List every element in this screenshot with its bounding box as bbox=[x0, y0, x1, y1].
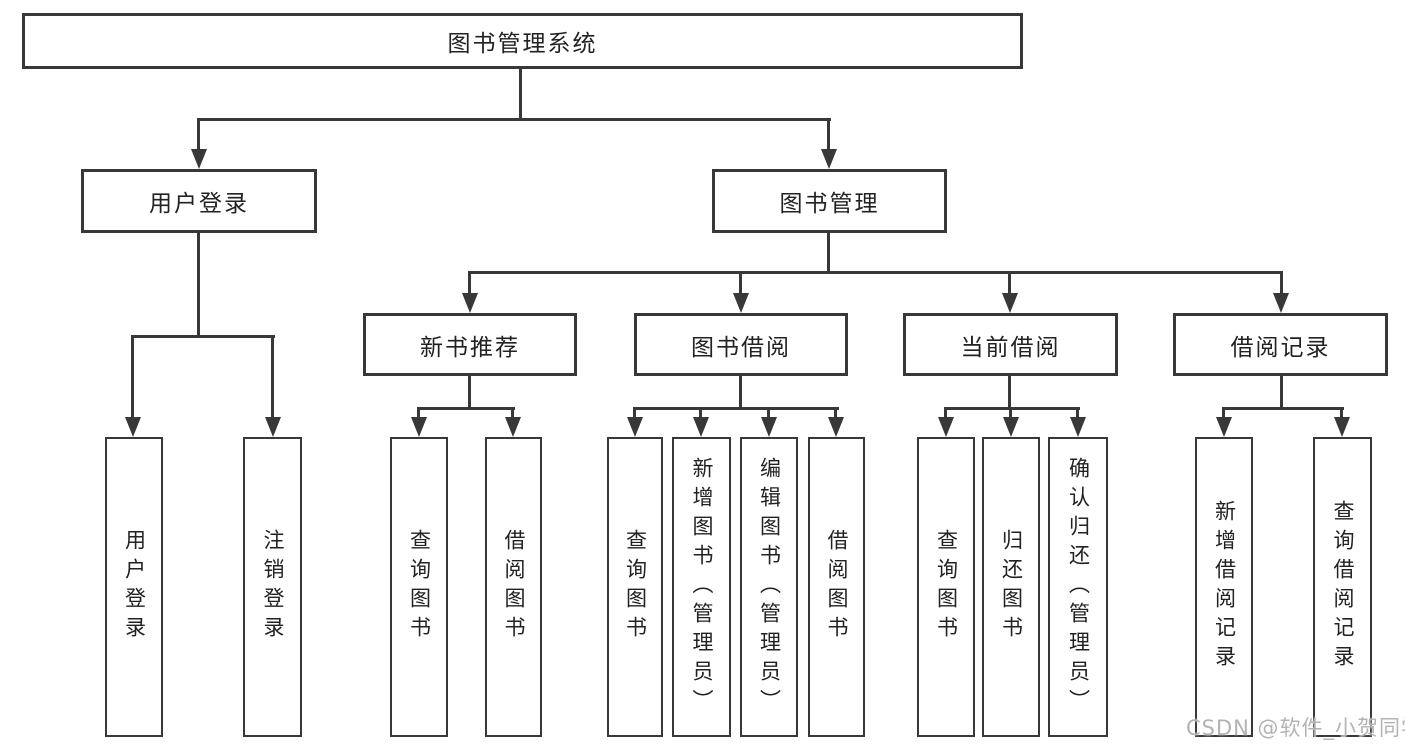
node-book-borrowing: 图书借阅 bbox=[634, 313, 848, 376]
connector-drop bbox=[834, 407, 837, 419]
leaf-label: 确认归还（管理员） bbox=[1066, 456, 1091, 718]
connector-book-borrowing-stem bbox=[739, 376, 742, 409]
leaf-label: 查询借阅记录 bbox=[1331, 500, 1355, 674]
connector-drop-book-borrowing bbox=[739, 271, 742, 296]
connector-drop-borrowing-records bbox=[1280, 271, 1283, 296]
connector-level2-rail bbox=[197, 118, 831, 121]
leaf-label: 新增图书（管理员） bbox=[690, 456, 714, 718]
connector-drop-leaf-user-login bbox=[131, 335, 134, 419]
node-label: 当前借阅 bbox=[960, 334, 1061, 361]
connector-drop-user-login bbox=[197, 118, 200, 151]
connector-level3-rail bbox=[468, 271, 1283, 274]
leaf-newbook-borrow-books: 借阅图书 bbox=[485, 437, 542, 737]
arrow-down-icon bbox=[733, 293, 749, 313]
node-label: 借阅记录 bbox=[1230, 334, 1331, 361]
arrow-down-icon bbox=[411, 417, 427, 437]
leaf-label: 归还图书 bbox=[999, 529, 1024, 645]
leaf-records-query-borrow-record: 查询借阅记录 bbox=[1313, 437, 1372, 737]
arrow-down-icon bbox=[693, 417, 709, 437]
connector-new-book-rail bbox=[417, 407, 515, 410]
leaf-label: 借阅图书 bbox=[825, 529, 849, 645]
leaf-current-confirm-return-admin: 确认归还（管理员） bbox=[1048, 437, 1108, 737]
leaf-user-login: 用户登录 bbox=[105, 437, 163, 737]
leaf-records-add-borrow-record: 新增借阅记录 bbox=[1195, 437, 1253, 737]
leaf-label: 编辑图书（管理员） bbox=[757, 456, 782, 718]
connector-drop bbox=[1009, 407, 1012, 419]
arrow-down-icon bbox=[1070, 417, 1086, 437]
connector-drop bbox=[1340, 407, 1343, 419]
arrow-down-icon bbox=[505, 417, 521, 437]
leaf-newbook-query-books: 查询图书 bbox=[390, 437, 448, 737]
connector-drop bbox=[699, 407, 702, 419]
node-label: 新书推荐 bbox=[420, 334, 520, 361]
leaf-current-return-books: 归还图书 bbox=[982, 437, 1040, 737]
leaf-borrowing-edit-books-admin: 编辑图书（管理员） bbox=[740, 437, 798, 737]
arrow-down-icon bbox=[1003, 417, 1019, 437]
connector-user-login-stem bbox=[197, 232, 200, 337]
arrow-down-icon bbox=[462, 293, 478, 313]
connector-new-book-stem bbox=[468, 376, 471, 409]
node-user-login: 用户登录 bbox=[81, 169, 317, 233]
connector-drop bbox=[1076, 407, 1079, 419]
node-label: 用户登录 bbox=[149, 191, 249, 217]
arrow-down-icon bbox=[1273, 293, 1289, 313]
connector-user-login-rail bbox=[131, 335, 275, 338]
node-book-management: 图书管理 bbox=[712, 169, 947, 233]
connector-drop-leaf-logout bbox=[271, 335, 274, 419]
node-label: 图书管理系统 bbox=[447, 31, 598, 57]
arrow-down-icon bbox=[627, 417, 643, 437]
leaf-logout-login: 注销登录 bbox=[243, 437, 302, 737]
node-current-borrowing: 当前借阅 bbox=[903, 313, 1118, 376]
csdn-watermark: CSDN @软件_小贺同学 bbox=[1186, 716, 1405, 740]
connector-current-borrowing-rail bbox=[944, 407, 1080, 410]
arrow-down-icon bbox=[1216, 417, 1232, 437]
connector-drop-book-management bbox=[827, 118, 830, 151]
connector-root-stem bbox=[519, 69, 522, 120]
connector-book-management-stem bbox=[827, 232, 830, 274]
connector-borrowing-records-stem bbox=[1280, 376, 1283, 409]
leaf-label: 注销登录 bbox=[261, 529, 285, 645]
arrow-down-icon bbox=[828, 417, 844, 437]
arrow-down-icon bbox=[761, 417, 777, 437]
node-new-book-recommendation: 新书推荐 bbox=[363, 313, 577, 376]
node-borrowing-records: 借阅记录 bbox=[1173, 313, 1388, 376]
leaf-label: 新增借阅记录 bbox=[1212, 500, 1237, 674]
connector-drop bbox=[944, 407, 947, 419]
node-label: 图书借阅 bbox=[691, 334, 791, 361]
leaf-borrowing-add-books-admin: 新增图书（管理员） bbox=[672, 437, 731, 737]
connector-book-borrowing-rail bbox=[633, 407, 839, 410]
arrow-down-icon bbox=[1002, 293, 1018, 313]
arrow-down-icon bbox=[265, 417, 281, 437]
node-root: 图书管理系统 bbox=[22, 13, 1023, 69]
connector-drop-new-book bbox=[468, 271, 471, 296]
leaf-label: 用户登录 bbox=[122, 529, 147, 645]
leaf-label: 查询图书 bbox=[407, 529, 432, 645]
node-label: 图书管理 bbox=[779, 191, 880, 217]
leaf-label: 借阅图书 bbox=[502, 529, 526, 645]
arrow-down-icon bbox=[821, 149, 837, 169]
arrow-down-icon bbox=[191, 149, 207, 169]
arrow-down-icon bbox=[938, 417, 954, 437]
arrow-down-icon bbox=[125, 417, 141, 437]
connector-drop bbox=[633, 407, 636, 419]
connector-borrowing-records-rail bbox=[1222, 407, 1344, 410]
connector-drop bbox=[767, 407, 770, 419]
arrow-down-icon bbox=[1334, 417, 1350, 437]
connector-current-borrowing-stem bbox=[1008, 376, 1011, 409]
leaf-borrowing-query-books: 查询图书 bbox=[607, 437, 663, 737]
connector-drop bbox=[1222, 407, 1225, 419]
leaf-label: 查询图书 bbox=[623, 529, 648, 645]
leaf-current-query-books: 查询图书 bbox=[917, 437, 975, 737]
connector-drop-current-borrowing bbox=[1008, 271, 1011, 296]
connector-drop bbox=[511, 407, 514, 419]
connector-drop bbox=[417, 407, 420, 419]
leaf-borrowing-borrow-books: 借阅图书 bbox=[808, 437, 865, 737]
leaf-label: 查询图书 bbox=[934, 529, 959, 645]
